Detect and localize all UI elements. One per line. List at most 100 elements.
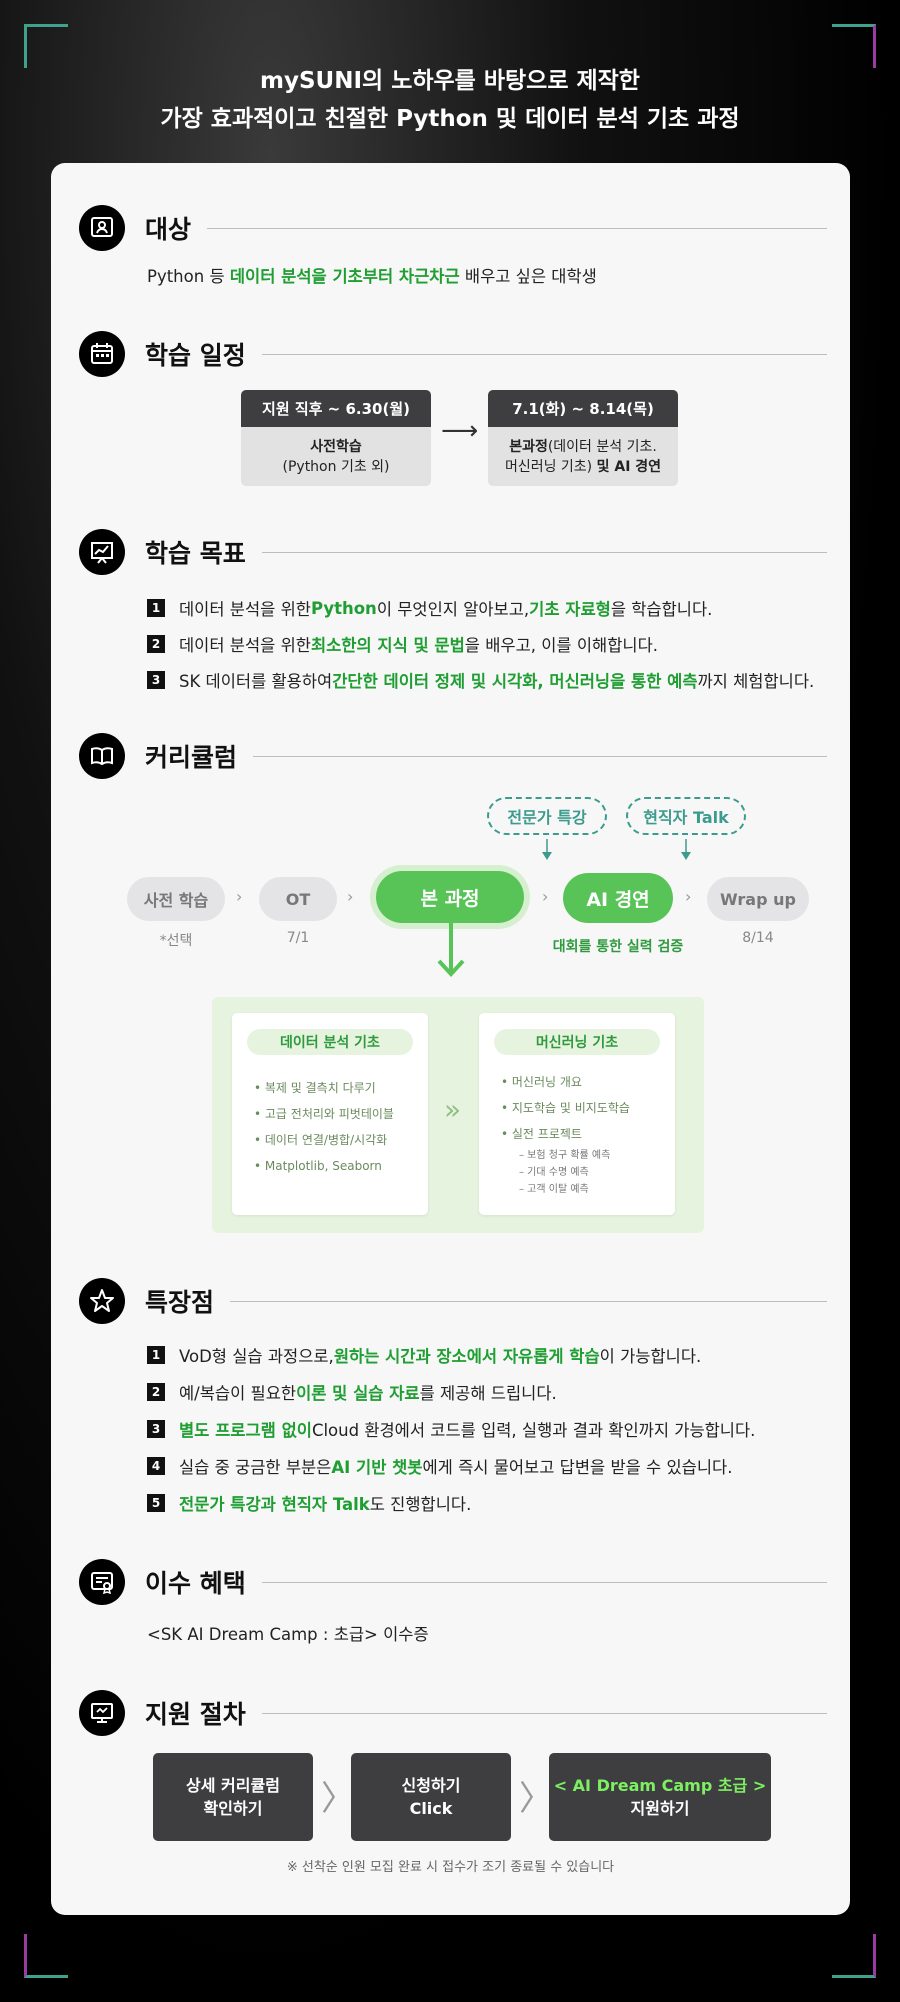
chevron-right-icon: › — [685, 887, 692, 906]
corner-frame-top-right — [832, 24, 876, 68]
feature-text: 도 진행합니다. — [369, 1495, 472, 1514]
divider — [261, 1712, 827, 1714]
headline-line-1: mySUNI의 노하우를 바탕으로 제작한 — [260, 68, 640, 94]
section-title: 대상 — [145, 215, 192, 244]
double-chevron-icon: » — [444, 1093, 462, 1126]
button-label: < AI Dream Camp 초급 > — [553, 1776, 767, 1795]
schedule-pre-study: 지원 직후 ~ 6.30(월) 사전학습(Python 기초 외) — [241, 390, 431, 486]
feature-text: 이 가능합니다. — [599, 1347, 702, 1366]
step-wrap-up-date: 8/14 — [742, 930, 774, 946]
button-label: 지원하기 — [630, 1799, 690, 1818]
certificate-icon — [79, 1559, 125, 1605]
section-title: 학습 일정 — [145, 341, 246, 370]
feature-highlight: 이론 및 실습 자료 — [296, 1384, 420, 1403]
schedule-main-desc-2: 머신러닝 기초) — [504, 458, 597, 475]
schedule-pre-title: 사전학습 — [310, 438, 362, 455]
apply-dream-camp-button[interactable]: < AI Dream Camp 초급 > 지원하기 — [549, 1753, 771, 1841]
book-icon — [79, 733, 125, 779]
list-subitem: – 보험 청구 확률 예측 — [519, 1150, 611, 1161]
list-subitem: – 기대 수명 예측 — [519, 1167, 589, 1178]
step-wrap-up: Wrap up — [707, 877, 809, 921]
chevron-right-icon: 〉 — [519, 1779, 553, 1819]
item-number: 5 — [147, 1494, 165, 1512]
step-main-course: 본 과정 — [376, 871, 524, 923]
button-label: Click — [409, 1799, 453, 1818]
button-label: 확인하기 — [203, 1799, 263, 1818]
divider — [253, 755, 827, 757]
divider — [207, 227, 827, 229]
view-curriculum-button[interactable]: 상세 커리큘럼 확인하기 — [153, 1753, 313, 1841]
machine-learning-box: 머신러닝 기초 • 머신러닝 개요 • 지도학습 및 비지도학습 • 실전 프로… — [479, 1013, 675, 1215]
person-id-icon — [79, 205, 125, 251]
schedule-main-date: 7.1(화) ~ 8.14(목) — [488, 390, 678, 427]
feature-text: 를 제공해 드립니다. — [419, 1384, 557, 1403]
calendar-icon — [79, 331, 125, 377]
corner-frame-top-left — [24, 24, 68, 68]
chevron-right-icon: › — [542, 887, 549, 906]
step-ot: OT — [259, 877, 337, 921]
feature-text: 예/복습이 필요한 — [179, 1384, 297, 1403]
list-item: • 지도학습 및 비지도학습 — [501, 1101, 630, 1115]
goal-highlight: Python — [310, 598, 377, 618]
step-ai-contest-note: 대회를 통한 실력 검증 — [552, 939, 684, 955]
goal-text: 데이터 분석을 위한 — [179, 636, 311, 655]
feature-text: 실습 중 궁금한 부분은 — [179, 1458, 332, 1477]
goal-text: SK 데이터를 활용하여 — [179, 672, 333, 691]
arrow-down-icon — [681, 839, 691, 860]
feature-highlight: AI 기반 챗봇 — [331, 1458, 423, 1477]
feature-highlight: 전문가 특강과 현직자 Talk — [179, 1495, 370, 1514]
section-schedule-header: 학습 일정 — [79, 331, 827, 377]
section-title: 커리큘럼 — [145, 743, 238, 772]
step-pre-study: 사전 학습 — [127, 877, 225, 921]
step-pre-study-note: *선택 — [159, 933, 193, 949]
chart-board-icon — [79, 529, 125, 575]
divider — [261, 551, 827, 553]
section-target-header: 대상 — [79, 205, 827, 251]
item-number: 1 — [147, 1346, 165, 1364]
goal-text: 데이터 분석을 위한 — [179, 600, 311, 619]
item-number: 3 — [147, 1420, 165, 1438]
schedule-main-ai: 및 AI 경연 — [596, 458, 662, 475]
goal-highlight: 간단한 데이터 정제 및 시각화, 머신러닝을 통한 예측 — [332, 672, 698, 691]
goal-highlight: 기초 자료형 — [529, 600, 611, 619]
box-label: 머신러닝 기초 — [494, 1029, 660, 1055]
section-apply-header: 지원 절차 — [79, 1690, 827, 1736]
target-text-pre: Python 등 — [147, 267, 230, 286]
section-title: 이수 혜택 — [145, 1569, 246, 1598]
schedule-pre-desc: (Python 기초 외) — [282, 458, 390, 475]
arrow-down-icon — [542, 839, 552, 860]
section-goals-header: 학습 목표 — [79, 529, 827, 575]
data-analysis-box: 데이터 분석 기초 • 복제 및 결측치 다루기 • 고급 전처리와 피벗테이블… — [232, 1013, 428, 1215]
box-label: 데이터 분석 기초 — [247, 1029, 413, 1055]
list-item: • Matplotlib, Seaborn — [254, 1159, 382, 1173]
worker-talk-badge: 현직자 Talk — [626, 797, 746, 835]
button-label: 상세 커리큘럼 — [186, 1776, 280, 1795]
target-text-highlight: 데이터 분석을 기초부터 차근차근 — [229, 267, 460, 286]
divider — [261, 1581, 827, 1583]
content-card: 대상 Python 등 데이터 분석을 기초부터 차근차근 배우고 싶은 대학생… — [51, 163, 850, 1915]
section-benefit-header: 이수 혜택 — [79, 1559, 827, 1605]
arrow-right-icon: ⟶ — [441, 416, 479, 446]
list-subitem: – 고객 이탈 예측 — [519, 1184, 589, 1195]
list-item: • 실전 프로젝트 — [501, 1127, 582, 1141]
step-ai-contest: AI 경연 — [563, 873, 673, 923]
item-number: 1 — [147, 599, 165, 617]
list-item: • 고급 전처리와 피벗테이블 — [254, 1107, 394, 1121]
target-text: Python 등 데이터 분석을 기초부터 차근차근 배우고 싶은 대학생 — [147, 263, 597, 287]
feature-text: 에게 즉시 물어보고 답변을 받을 수 있습니다. — [422, 1458, 733, 1477]
chevron-right-icon: › — [347, 887, 354, 906]
goal-text: 을 배우고, 이를 이해합니다. — [464, 636, 659, 655]
divider — [261, 353, 827, 355]
register-click-button[interactable]: 신청하기 Click — [351, 1753, 511, 1841]
monitor-icon — [79, 1690, 125, 1736]
target-text-post: 배우고 싶은 대학생 — [459, 267, 597, 286]
list-item: • 머신러닝 개요 — [501, 1075, 582, 1089]
item-number: 2 — [147, 1383, 165, 1401]
section-title: 특장점 — [145, 1288, 215, 1317]
